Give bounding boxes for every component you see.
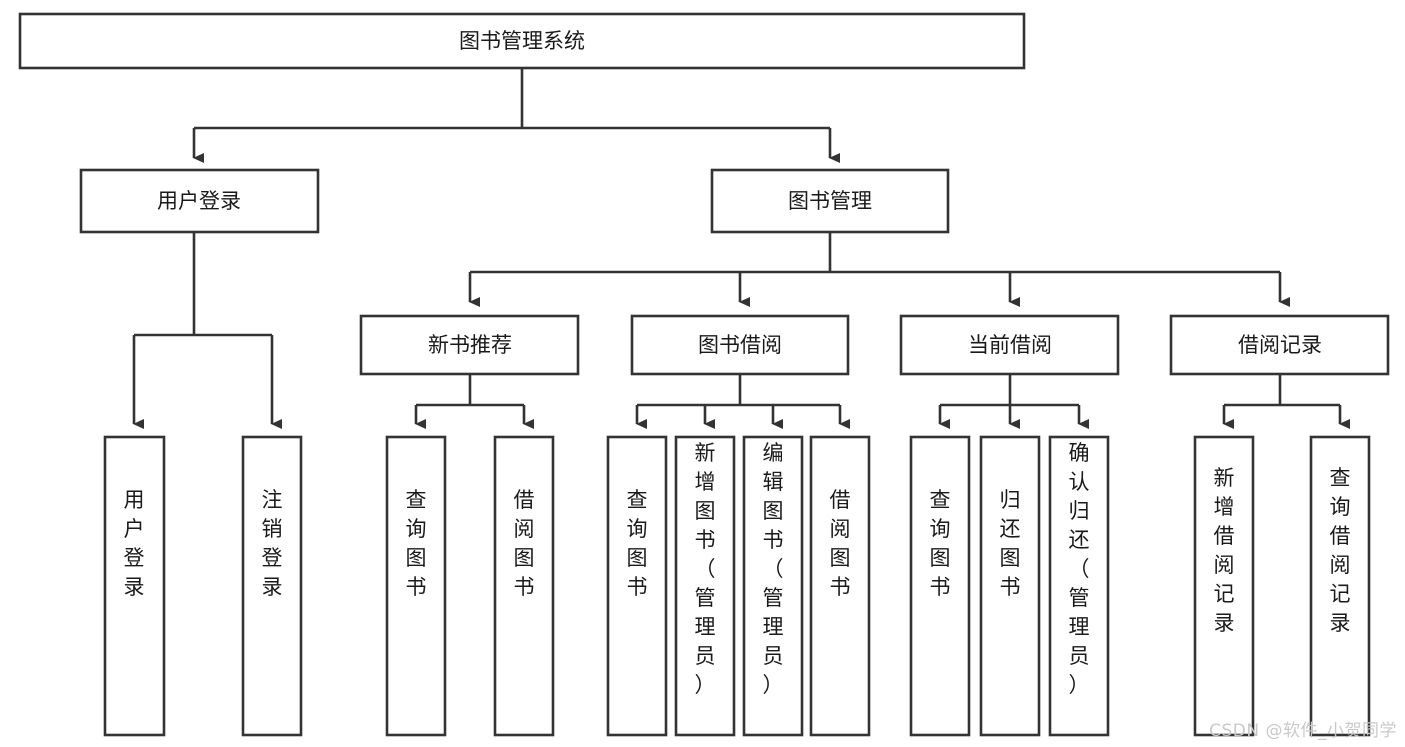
- leaf-query-book-1-box[interactable]: [606, 435, 668, 737]
- node-current-borrow-label: 当前借阅: [968, 333, 1052, 357]
- leaf-user-login-label: 用户登录: [124, 488, 145, 599]
- leaf-add-record-box[interactable]: [1193, 435, 1255, 737]
- leaf-group-current-borrow: 查询图书 归还图书 确认归还（管理员）: [909, 435, 1110, 737]
- leaf-group-borrow-record: 新增借阅记录 查询借阅记录: [1193, 435, 1371, 737]
- node-book-management-label: 图书管理: [788, 189, 872, 213]
- leaf-query-record-box[interactable]: [1309, 435, 1371, 737]
- leaf-borrow-book-1-box[interactable]: [809, 435, 871, 737]
- leaf-return-book-box[interactable]: [979, 435, 1041, 737]
- leaf-group-user-login: 用户登录 注销登录: [103, 435, 303, 737]
- leaf-query-book-1-label: 查询图书: [627, 488, 648, 599]
- node-root-box[interactable]: [18, 12, 1026, 70]
- leaf-edit-book-label: 编辑图书（管理员）: [763, 441, 784, 697]
- edges-book-mgmt-to-level3: [468, 232, 1290, 307]
- node-borrow-record-label: 借阅记录: [1238, 333, 1322, 357]
- leaf-edit-book-box[interactable]: [742, 435, 804, 737]
- leaf-add-record-label: 新增借阅记录: [1214, 466, 1235, 635]
- node-book-management[interactable]: 图书管理: [710, 168, 950, 234]
- leaf-group-new-book-recommend: 查询图书 借阅图书: [385, 435, 555, 737]
- leaf-borrow-book-1-label: 借阅图书: [830, 488, 851, 599]
- leaf-logout-label: 注销登录: [262, 488, 283, 599]
- node-new-book-recommend-box[interactable]: [359, 314, 580, 376]
- edges-borrow-record-to-leaves: [1222, 374, 1350, 429]
- node-book-management-box[interactable]: [710, 168, 950, 234]
- leaf-query-book-2-box[interactable]: [909, 435, 971, 737]
- leaf-confirm-return-box[interactable]: [1048, 435, 1110, 737]
- leaf-query-record-label: 查询借阅记录: [1330, 466, 1351, 635]
- leaf-user-login-box[interactable]: [103, 435, 166, 737]
- node-user-login-box[interactable]: [79, 168, 320, 234]
- leaf-add-book-box[interactable]: [674, 435, 736, 737]
- node-new-book-recommend[interactable]: 新书推荐: [359, 314, 580, 376]
- leaf-borrow-book-0-box[interactable]: [493, 435, 555, 737]
- node-root-label: 图书管理系统: [459, 29, 585, 53]
- node-new-book-recommend-label: 新书推荐: [428, 333, 512, 357]
- edges-user-login-to-leaves: [132, 232, 282, 429]
- node-book-borrow-box[interactable]: [630, 314, 850, 376]
- node-book-borrow-label: 图书借阅: [698, 333, 782, 357]
- edges-current-borrow-to-leaves: [938, 374, 1089, 429]
- leaf-query-book-0-box[interactable]: [385, 435, 447, 737]
- node-current-borrow[interactable]: 当前借阅: [899, 314, 1120, 376]
- leaf-add-book-label: 新增图书（管理员）: [695, 441, 716, 697]
- leaf-borrow-book-0-label: 借阅图书: [514, 488, 535, 599]
- node-root[interactable]: 图书管理系统: [18, 12, 1026, 70]
- leaf-group-book-borrow: 查询图书 新增图书（管理员） 编辑图书（管理员） 借阅图书: [606, 435, 871, 737]
- edges-root-to-level2: [192, 68, 840, 163]
- node-user-login[interactable]: 用户登录: [79, 168, 320, 234]
- csdn-watermark: CSDN @软件_小贺同学: [1209, 721, 1397, 741]
- edges-book-borrow-to-leaves: [635, 374, 850, 429]
- node-user-login-label: 用户登录: [157, 189, 241, 213]
- leaf-query-book-2-label: 查询图书: [930, 488, 951, 599]
- edges-new-book-to-leaves: [414, 374, 534, 429]
- node-borrow-record-box[interactable]: [1169, 314, 1390, 376]
- node-book-borrow[interactable]: 图书借阅: [630, 314, 850, 376]
- node-current-borrow-box[interactable]: [899, 314, 1120, 376]
- leaf-query-book-0-label: 查询图书: [406, 488, 427, 599]
- leaf-logout-box[interactable]: [241, 435, 303, 737]
- leaf-confirm-return-label: 确认归还（管理员）: [1069, 441, 1090, 697]
- leaf-return-book-label: 归还图书: [1000, 488, 1021, 599]
- node-borrow-record[interactable]: 借阅记录: [1169, 314, 1390, 376]
